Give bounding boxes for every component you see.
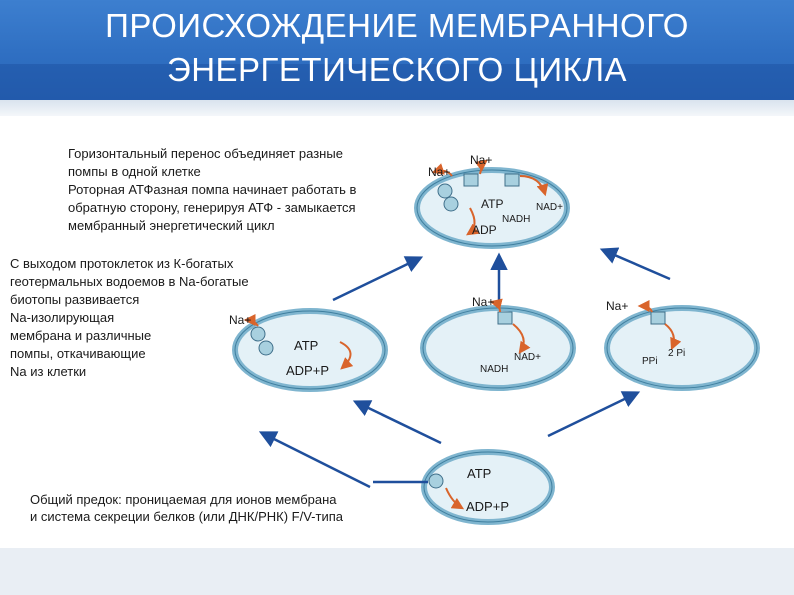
left-note-line: геотермальных водоемов в Na-богатые (10, 274, 249, 289)
na-flow-arrow (243, 314, 259, 327)
nad-flow-arrow (512, 323, 531, 354)
cell-bottom: ATP ADP+P (373, 449, 555, 525)
na-flow-arrow (474, 159, 488, 175)
label-ppi: PPi (642, 356, 658, 367)
membrane-cycle-diagram: Горизонтальный перенос объединяет разные… (0, 116, 794, 548)
label-nadh: NADH (502, 214, 530, 225)
pump-protein (504, 173, 520, 187)
left-note: С выходом протоклеток из К-богатых геоте… (10, 256, 249, 379)
atp-flow-arrow (466, 207, 480, 236)
rotor-protein (443, 196, 459, 212)
ppi-flow-arrow (664, 323, 682, 351)
label-atp: ATP (481, 197, 503, 211)
membrane-outline (423, 451, 553, 523)
arrow-bottom-to-left (258, 431, 371, 489)
label-na: Na+ (606, 299, 628, 313)
bottom-note: Общий предок: проницаемая для ионов мемб… (30, 492, 344, 524)
rotor-protein (250, 326, 266, 342)
membrane-outline (234, 310, 386, 390)
top-note: Горизонтальный перенос объединяет разные… (68, 146, 356, 233)
pump-protein (463, 173, 479, 187)
left-note-line: Na из клетки (10, 364, 86, 379)
arrow-bottom-to-right (547, 391, 641, 438)
rotor-protein (428, 473, 444, 489)
title-line-2: ЭНЕРГЕТИЧЕСКОГО ЦИКЛА (166, 51, 628, 88)
atp-flow-arrow (339, 341, 354, 370)
header-divider (0, 100, 794, 116)
top-note-line: помпы в одной клетке (68, 164, 201, 179)
label-nad: NAD+ (514, 352, 541, 363)
label-pi: 2 Pi (668, 348, 685, 359)
label-adp: ADP (472, 223, 497, 237)
label-adp: ADP+P (466, 499, 509, 514)
slide-title: ПРОИСХОЖДЕНИЕ МЕМБРАННОГО ЭНЕРГЕТИЧЕСКОГ… (0, 4, 794, 92)
slide-footer-band (0, 548, 794, 595)
bottom-note-line: Общий предок: проницаемая для ионов мемб… (30, 492, 337, 507)
nad-flow-arrow (519, 175, 549, 197)
membrane-outline (416, 169, 568, 247)
pump-protein (497, 311, 513, 325)
label-na: Na+ (472, 295, 494, 309)
bottom-note-line: и система секреции белков (или ДНК/РНК) … (30, 509, 344, 524)
rotor-protein (437, 183, 453, 199)
membrane-outline (606, 307, 758, 389)
atp-flow-arrow (445, 487, 465, 510)
left-note-line: помпы, откачивающие (10, 346, 146, 361)
na-flow-arrow (431, 163, 453, 177)
title-bar: ПРОИСХОЖДЕНИЕ МЕМБРАННОГО ЭНЕРГЕТИЧЕСКОГ… (0, 0, 794, 100)
cell-middle: Na+ NAD+ NADH (420, 295, 576, 391)
label-atp: ATP (467, 466, 491, 481)
na-flow-arrow (637, 300, 653, 313)
rotor-protein (258, 340, 274, 356)
top-note-line: мембранный энергетический цикл (68, 218, 275, 233)
top-note-line: Горизонтальный перенос объединяет разные (68, 146, 343, 161)
left-note-line: биотопы развивается (10, 292, 139, 307)
label-na: Na+ (470, 153, 492, 167)
arrow-right-to-top (599, 247, 671, 281)
na-flow-arrow (489, 298, 503, 313)
arrow-bottom-to-middle (352, 400, 442, 445)
cell-top: Na+ Na+ ATP NAD+ NADH ADP (414, 153, 570, 249)
cell-right: Na+ PPi 2 Pi (604, 299, 760, 391)
left-note-line: С выходом протоклеток из К-богатых (10, 256, 234, 271)
cell-left: Na+ ATP ADP+P (229, 308, 388, 392)
label-atp: ATP (294, 338, 318, 353)
diagram-canvas: Горизонтальный перенос объединяет разные… (10, 146, 760, 525)
arrow-left-to-top (332, 256, 424, 302)
title-line-1: ПРОИСХОЖДЕНИЕ МЕМБРАННОГО (105, 7, 689, 44)
evolution-arrows (258, 247, 671, 489)
label-na: Na+ (428, 165, 450, 179)
title-bar-band (0, 64, 794, 100)
left-note-line: Na-изолирующая (10, 310, 114, 325)
top-note-line: обратную сторону, генерируя АТФ - замыка… (68, 200, 356, 215)
left-note-line: мембрана и различные (10, 328, 151, 343)
label-adp: ADP+P (286, 363, 329, 378)
top-note-line: Роторная АТФазная помпа начинает работат… (68, 182, 356, 197)
label-nad: NAD+ (536, 202, 563, 213)
label-nadh: NADH (480, 364, 508, 375)
pump-protein (650, 311, 666, 325)
label-na: Na+ (229, 313, 251, 327)
